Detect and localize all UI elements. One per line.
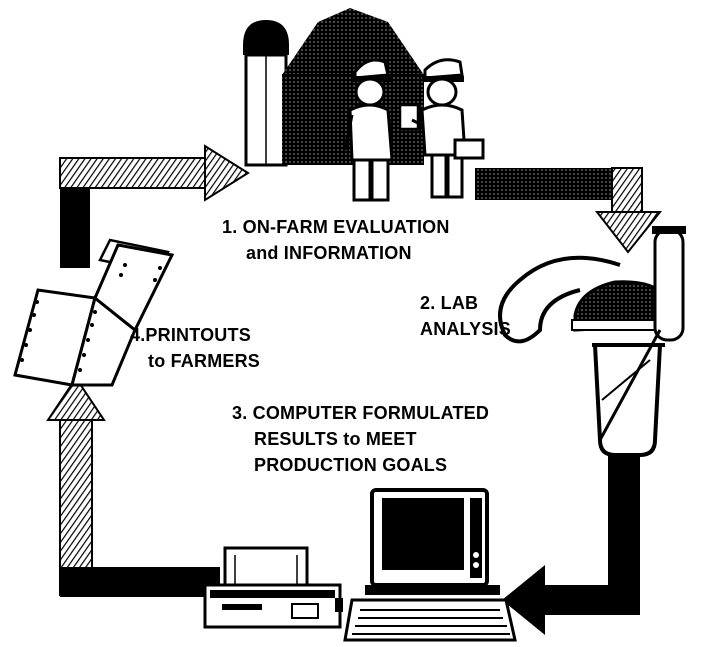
right-down-shaft — [611, 167, 643, 219]
step-3-line1: COMPUTER FORMULATED — [252, 403, 490, 423]
step-4-label: 4.PRINTOUTS to FARMERS — [130, 322, 260, 374]
farm-barn-silo-icon — [243, 8, 424, 167]
computer-icon — [343, 488, 517, 642]
technician-icon — [398, 58, 485, 199]
step-4-line1: PRINTOUTS — [145, 325, 251, 345]
left-up-arrow-shaft — [59, 409, 93, 596]
step-4-number: 4. — [130, 325, 146, 345]
step-1-line2: and INFORMATION — [246, 243, 412, 263]
step-4-line2: to FARMERS — [148, 351, 260, 371]
top-left-arrowhead — [204, 144, 250, 202]
step-1-line1: ON-FARM EVALUATION — [242, 217, 450, 237]
lab-glassware-icon — [498, 226, 686, 457]
step-2-label: 2. LAB ANALYSIS — [420, 290, 511, 342]
printout-paper-icon — [13, 238, 175, 387]
cycle-arrows — [46, 144, 663, 635]
step-2-line2: ANALYSIS — [420, 319, 511, 339]
step-3-label: 3. COMPUTER FORMULATED RESULTS to MEET P… — [232, 400, 489, 478]
step-1-number: 1. — [222, 217, 238, 237]
top-left-arrow-shaft — [59, 157, 216, 189]
printer-icon — [203, 546, 343, 629]
farmer-icon — [343, 58, 394, 202]
right-down-arrowhead — [594, 211, 663, 254]
bottom-right-arrowhead — [502, 565, 545, 635]
step-3-line3: PRODUCTION GOALS — [254, 455, 448, 475]
bottom-left-bar — [60, 567, 220, 597]
step-3-number: 3. — [232, 403, 248, 423]
step-3-line2: RESULTS to MEET — [254, 429, 417, 449]
step-2-number: 2. — [420, 293, 436, 313]
left-up-arrowhead — [46, 376, 106, 421]
step-1-label: 1. ON-FARM EVALUATION and INFORMATION — [222, 214, 450, 266]
bottom-right-bar — [535, 585, 640, 615]
step-2-line1: LAB — [440, 293, 479, 313]
